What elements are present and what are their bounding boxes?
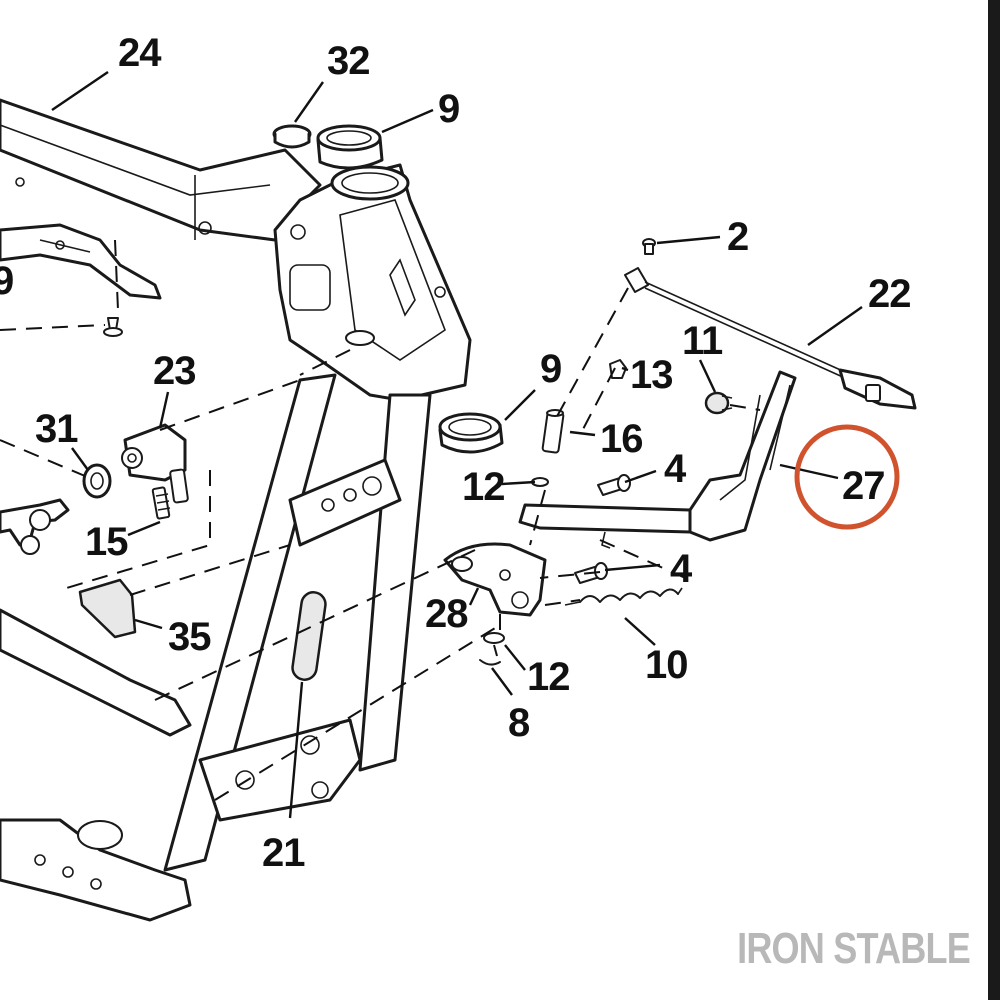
- callout-8: 8: [508, 701, 530, 745]
- plug-part-32: [272, 124, 312, 149]
- bearing-part-9-top: [316, 124, 384, 170]
- mount-bracket-part-28: [443, 542, 547, 617]
- callout-21: 21: [262, 831, 305, 875]
- frame-down-tubes: [0, 373, 432, 922]
- callout-27: 27: [842, 464, 885, 508]
- pin-part-16: [541, 409, 565, 454]
- kickstand-part-27: [518, 370, 797, 549]
- callout-31: 31: [35, 407, 78, 451]
- callout-2: 2: [727, 215, 748, 259]
- callout-16: 16: [600, 417, 643, 461]
- callout-4-upper: 4: [664, 447, 687, 491]
- bumper-part-11: [704, 391, 733, 415]
- cover-part-35: [78, 578, 137, 639]
- screw-left: [103, 317, 123, 337]
- keys: [0, 498, 70, 555]
- callout-10: 10: [645, 643, 688, 687]
- screw-part-2: [642, 238, 656, 255]
- callout-12-upper: 12: [462, 465, 505, 509]
- frame-backbone: [0, 98, 322, 242]
- callout-22: 22: [868, 272, 911, 316]
- bracket-part-19: [0, 223, 162, 300]
- washer-part-12-lower: [483, 632, 505, 644]
- callout-labels: 24 32 9 2 22 11 9 13 23 31 16 27 12 4 15…: [0, 31, 912, 875]
- nut-part-31: [82, 463, 112, 499]
- highlight-circle: [794, 424, 900, 530]
- ignition-switch-part-23: [121, 423, 189, 504]
- callout-28: 28: [425, 592, 468, 636]
- watermark-text: IRON STABLE: [737, 924, 971, 973]
- callout-23: 23: [153, 349, 196, 393]
- bolt-part-15: [151, 486, 171, 520]
- callout-13: 13: [630, 353, 673, 397]
- callout-9-mid: 9: [540, 347, 561, 391]
- callout-12-lower: 12: [527, 655, 570, 699]
- spring-part-10: [564, 587, 683, 606]
- clip-part-8: [479, 659, 501, 666]
- bolt-part-4-lower: [574, 562, 608, 584]
- bolt-part-4-upper: [597, 474, 631, 496]
- callout-11: 11: [682, 319, 723, 363]
- frame-bracket: [288, 458, 402, 547]
- bearing-part-9-mid: [438, 412, 504, 454]
- callout-15: 15: [85, 520, 128, 564]
- callout-19-partial: 9: [0, 259, 13, 303]
- sensor-part-22: [624, 267, 917, 410]
- assembly-lines: [0, 239, 761, 801]
- slot-cover-part-21: [291, 591, 327, 681]
- callout-35: 35: [168, 615, 211, 659]
- callout-4-lower: 4: [670, 547, 693, 591]
- callout-24: 24: [118, 31, 162, 75]
- right-edge-border: [988, 0, 1000, 1000]
- leader-lines: [51, 71, 863, 819]
- callout-32: 32: [327, 39, 370, 83]
- callout-9-top: 9: [438, 87, 459, 131]
- frame-steering-head: [273, 163, 472, 402]
